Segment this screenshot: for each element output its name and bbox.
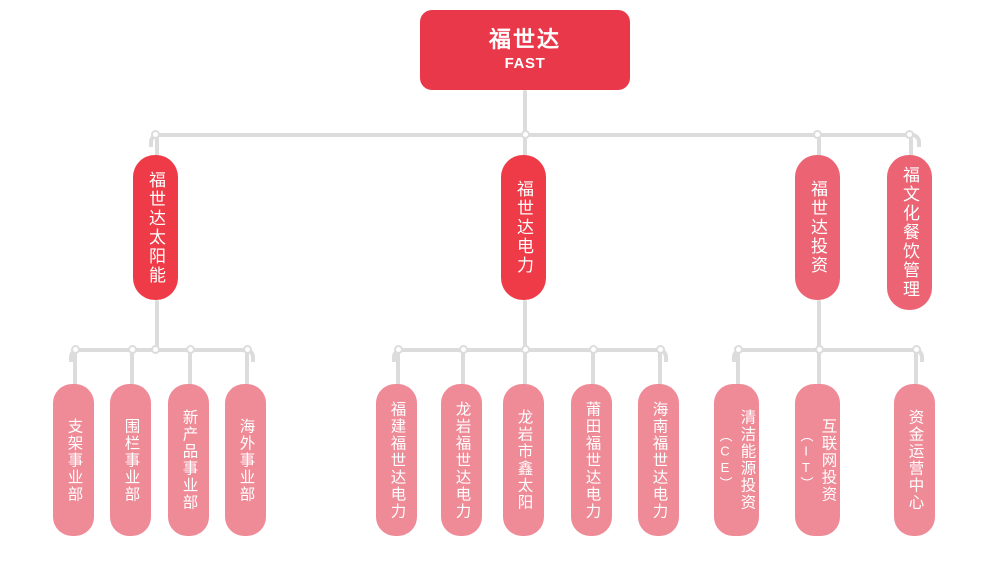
unit-node-power-3[interactable]: 莆田福世达电力 [571,384,612,536]
division-node-catering[interactable]: 福文化餐饮管理 [887,155,932,310]
joint-level2-0 [151,130,160,139]
joint-investment-2 [912,345,921,354]
connector-power-stem [523,300,527,350]
connector-drop-investment [817,137,821,159]
unit-node-label: 龙岩福世达电力 [453,400,471,520]
unit-node-solar-0[interactable]: 支架事业部 [53,384,94,536]
connector-power-bus [399,348,661,352]
unit-node-power-0[interactable]: 福建福世达电力 [376,384,417,536]
unit-node-label: 支架事业部 [65,417,83,503]
unit-node-label: 互联网投资 [819,417,837,503]
division-node-label: 福世达投资 [808,180,827,275]
joint-solar-1 [128,345,137,354]
unit-node-label: 清洁能源投资 [738,409,756,511]
connector-solar-bus [76,348,248,352]
division-node-label: 福世达电力 [514,180,533,275]
connector-solar-child-3 [245,352,249,386]
connector-solar-child-1 [130,352,134,386]
joint-solar-4 [243,345,252,354]
joint-power-2 [521,345,530,354]
connector-drop-power [523,137,527,159]
unit-node-label: 福建福世达电力 [388,400,406,520]
division-node-label: 福文化餐饮管理 [900,166,919,299]
connector-power-child-2 [523,352,527,386]
connector-drop-solar [155,137,159,159]
joint-level2-1 [521,130,530,139]
connector-investment-child-1 [817,352,821,386]
unit-node-solar-1[interactable]: 围栏事业部 [110,384,151,536]
division-node-solar[interactable]: 福世达太阳能 [133,155,178,300]
connector-drop-catering [909,137,913,159]
connector-root-stem [523,90,527,135]
joint-level2-3 [905,130,914,139]
connector-power-child-1 [461,352,465,386]
division-node-investment[interactable]: 福世达投资 [795,155,840,300]
joint-solar-2 [151,345,160,354]
unit-node-label: 莆田福世达电力 [583,400,601,520]
root-node-fast[interactable]: 福世达 FAST [420,10,630,90]
unit-node-label: 资金运营中心 [906,409,924,511]
joint-investment-1 [815,345,824,354]
unit-node-label: 龙岩市鑫太阳 [515,409,533,511]
unit-node-solar-2[interactable]: 新产品事业部 [168,384,209,536]
joint-power-0 [394,345,403,354]
unit-node-solar-3[interactable]: 海外事业部 [225,384,266,536]
joint-investment-0 [734,345,743,354]
connector-solar-stem [155,300,159,350]
connector-power-child-3 [591,352,595,386]
unit-node-power-1[interactable]: 龙岩福世达电力 [441,384,482,536]
unit-node-power-4[interactable]: 海南福世达电力 [638,384,679,536]
joint-power-4 [656,345,665,354]
unit-node-investment-1[interactable]: 互联网投资 （IT） [795,384,840,536]
connector-solar-child-0 [73,352,77,386]
connector-level2-elbow-right [907,133,921,147]
unit-node-investment-0[interactable]: 清洁能源投资 （CE） [714,384,759,536]
division-node-label: 福世达太阳能 [146,170,165,285]
connector-investment-bus [739,348,917,352]
joint-solar-0 [71,345,80,354]
connector-level2-bus [156,133,914,137]
unit-node-power-2[interactable]: 龙岩市鑫太阳 [503,384,544,536]
unit-node-sublabel: （CE） [717,429,733,491]
joint-power-1 [459,345,468,354]
connector-investment-stem [817,300,821,350]
joint-power-3 [589,345,598,354]
joint-level2-2 [813,130,822,139]
unit-node-sublabel: （IT） [798,429,814,491]
connector-power-child-0 [396,352,400,386]
division-node-power[interactable]: 福世达电力 [501,155,546,300]
unit-node-label: 海外事业部 [237,417,255,503]
connector-solar-child-2 [188,352,192,386]
unit-node-label: 海南福世达电力 [650,400,668,520]
root-node-name-cn: 福世达 [488,26,561,52]
connector-investment-child-2 [914,352,918,386]
connector-power-child-4 [658,352,662,386]
connector-investment-child-0 [736,352,740,386]
joint-solar-3 [186,345,195,354]
unit-node-investment-2[interactable]: 资金运营中心 [894,384,935,536]
unit-node-label: 围栏事业部 [122,417,140,503]
unit-node-label: 新产品事业部 [180,409,198,511]
root-node-name-en: FAST [504,55,546,73]
